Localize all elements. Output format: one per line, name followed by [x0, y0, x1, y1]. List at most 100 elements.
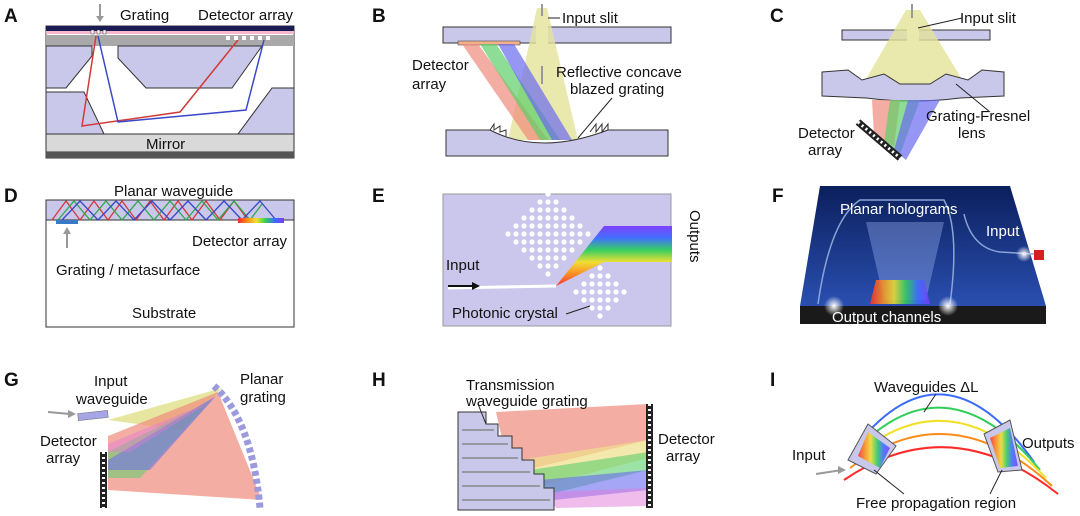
crystal-hole [529, 207, 535, 213]
crystal-hole [569, 223, 575, 229]
crystal-hole [513, 239, 519, 245]
crystal-hole [521, 239, 527, 245]
crystal-hole [589, 305, 595, 311]
panel-c: C Input slit Grating-Fresnel lens Detect… [770, 4, 1030, 161]
crystal-hole [537, 231, 543, 237]
crystal-hole [545, 255, 551, 261]
panel-f-output-glow-right [938, 296, 958, 316]
crystal-hole [545, 231, 551, 237]
panel-a-base [46, 152, 294, 158]
panel-g-label-detector-1: Detector [40, 433, 97, 450]
panel-i-label-outputs: Outputs [1022, 435, 1075, 452]
panel-d-ray-green [57, 199, 263, 222]
crystal-hole [553, 207, 559, 213]
crystal-hole [605, 273, 611, 279]
panel-f-letter: F [772, 186, 784, 207]
panel-d: D Planar waveguide Detector array Gratin… [4, 183, 295, 328]
panel-e-letter: E [372, 186, 385, 207]
crystal-hole [545, 199, 551, 205]
panel-b: B Input slit Detector array Reflective c… [372, 4, 682, 157]
panel-c-label-slit: Input slit [960, 10, 1017, 27]
panel-g-grating [211, 383, 264, 509]
panel-b-substrate [445, 129, 669, 157]
panel-a-gray-layer [46, 35, 294, 46]
panel-f-input-glow [1016, 246, 1032, 262]
panel-d-input-arrowhead [63, 227, 71, 234]
crystal-hole [597, 273, 603, 279]
panel-g-label-input-1: Input [94, 373, 128, 390]
panel-d-label-waveguide: Planar waveguide [114, 183, 233, 200]
panel-c-input-beam [862, 10, 966, 86]
panel-h-label-detector-2: array [666, 448, 701, 465]
crystal-hole [553, 247, 559, 253]
panel-a-label-mirror: Mirror [146, 136, 185, 153]
panel-g-input-beam [108, 388, 222, 430]
panel-g-input-waveguide [77, 410, 109, 421]
crystal-hole [605, 289, 611, 295]
crystal-hole [569, 215, 575, 221]
crystal-hole [561, 231, 567, 237]
crystal-hole [597, 297, 603, 303]
panel-b-label-detector-2: array [412, 76, 447, 93]
crystal-hole [545, 263, 551, 269]
crystal-hole [613, 289, 619, 295]
panel-c-detector-pixels [857, 120, 901, 160]
panel-d-detector-strip [238, 218, 284, 223]
panel-a-pink-layer [46, 31, 294, 34]
crystal-hole [545, 239, 551, 245]
crystal-hole [589, 289, 595, 295]
crystal-hole [569, 231, 575, 237]
crystal-hole [605, 297, 611, 303]
crystal-hole [569, 239, 575, 245]
panel-f-chip-top [800, 186, 1046, 306]
panel-g-beam-magenta [108, 402, 210, 452]
panel-c-beam-blue [894, 100, 940, 160]
crystal-hole [581, 297, 587, 303]
panel-a-ray-blue [97, 35, 265, 123]
panel-a-top-layer [46, 26, 294, 31]
panel-f-waveguide-loop [817, 199, 955, 305]
crystal-hole [589, 281, 595, 287]
crystal-hole [573, 289, 579, 295]
panel-i-label-waveguides: Waveguides ΔL [874, 379, 979, 396]
crystal-hole [537, 247, 543, 253]
panel-f-label-outputs: Output channels [832, 309, 941, 326]
panel-c-label-detector-1: Detector [798, 125, 855, 142]
panel-g-input-arrowhead [68, 410, 76, 418]
crystal-hole [537, 199, 543, 205]
crystal-hole [561, 223, 567, 229]
crystal-hole [605, 305, 611, 311]
panel-b-grating-leader [577, 97, 613, 139]
panel-h-label-detector-1: Detector [658, 431, 715, 448]
panel-g-beam-blue [108, 396, 216, 470]
crystal-hole [553, 263, 559, 269]
panel-i-label-input: Input [792, 447, 826, 464]
crystal-hole [529, 239, 535, 245]
panel-b-beam-blue [498, 44, 572, 140]
panel-c-slit-leader [917, 17, 963, 29]
panel-i-input-arrow [815, 469, 843, 475]
crystal-hole [513, 231, 519, 237]
panel-a: A Grating Detector array Mirror [4, 4, 295, 159]
panel-d-label-detector: Detector array [192, 233, 288, 250]
panel-i-fpr-left-spectrum [858, 432, 890, 468]
panel-e-input-arrowhead [472, 282, 480, 290]
crystal-hole [545, 247, 551, 253]
crystal-hole [537, 263, 543, 269]
crystal-hole [613, 297, 619, 303]
panel-f-label-input: Input [986, 223, 1020, 240]
crystal-hole [529, 247, 535, 253]
panel-f-label-holograms: Planar holograms [840, 201, 958, 218]
panel-b-letter: B [372, 6, 386, 27]
crystal-hole [589, 297, 595, 303]
crystal-hole [553, 255, 559, 261]
panel-i-waveguides-leader [923, 393, 937, 413]
crystal-hole [621, 289, 627, 295]
crystal-hole [569, 247, 575, 253]
panel-e-output-fan [556, 226, 672, 286]
panel-i-fpr-leader-left [873, 469, 905, 495]
panel-g-label-grating-2: grating [240, 389, 286, 406]
panel-g-beam-red [108, 392, 262, 500]
panel-c-label-detector-2: array [808, 142, 843, 159]
